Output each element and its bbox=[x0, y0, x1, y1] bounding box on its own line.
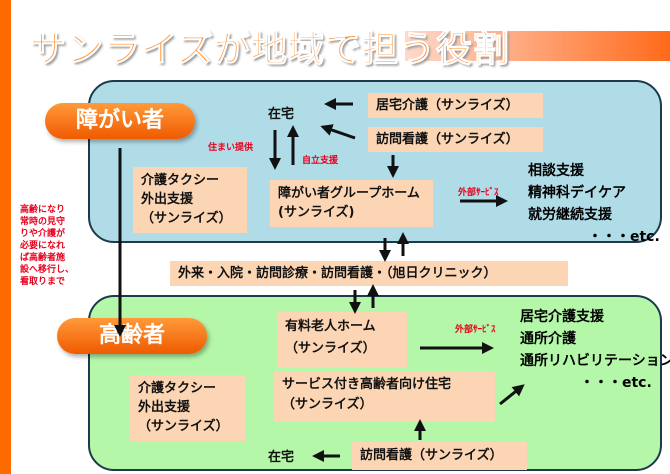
external-item: 相談支援 bbox=[528, 163, 584, 179]
taxi-line: （サンライズ） bbox=[141, 211, 232, 226]
taxi-line: 介護タクシー bbox=[138, 381, 217, 396]
group-home-line: (サンライズ) bbox=[278, 205, 355, 220]
elderly-taxi-box: 介護タクシー 外出支援 （サンライズ） bbox=[130, 375, 245, 441]
external-item: 就労継続支援 bbox=[528, 207, 612, 223]
nursing-home-box: 有料老人ホーム （サンライズ） bbox=[277, 312, 407, 368]
visit-nursing-box: 訪問看護（サンライズ） bbox=[368, 127, 543, 152]
arrow-up-left bbox=[320, 124, 356, 140]
disabled-badge: 障がい者 bbox=[45, 103, 195, 139]
service-housing-box: サービス付き高齢者向け住宅 （サンライズ） bbox=[274, 371, 495, 422]
external-item: 居宅介護支援 bbox=[520, 309, 604, 325]
left-accent-bar bbox=[0, 0, 11, 474]
home-care-box: 居宅介護（サンライズ） bbox=[368, 93, 543, 118]
external-item: ・・・etc. bbox=[580, 375, 652, 391]
housing-label: 住まい提供 bbox=[208, 143, 254, 153]
page-title: サンライズが地域で担う役割 bbox=[30, 29, 510, 71]
note-line: 必要になれ bbox=[20, 241, 66, 251]
note-line: 設へ移行し、 bbox=[20, 265, 75, 275]
nursing-home-line: 有料老人ホーム bbox=[285, 319, 376, 334]
elderly-external-list: 居宅介護支援 通所介護 通所リハビリテーション ・・・etc. bbox=[520, 306, 670, 394]
disabled-taxi-box: 介護タクシー 外出支援 （サンライズ） bbox=[133, 167, 247, 233]
elderly-badge: 高齢者 bbox=[57, 318, 207, 354]
note-line: りや介護が bbox=[20, 229, 66, 239]
taxi-line: 介護タクシー bbox=[141, 173, 220, 188]
nursing-home-line: （サンライズ） bbox=[285, 341, 376, 356]
disabled-external-list: 相談支援 精神科デイケア 就労継続支援 ・・・etc. bbox=[528, 160, 660, 248]
external-service-label: 外部ｻｰﾋﾞｽ bbox=[458, 188, 499, 198]
elderly-visit-nursing-box: 訪問看護（サンライズ） bbox=[352, 442, 527, 470]
external-item: 通所リハビリテーション bbox=[520, 353, 670, 369]
external-item: ・・・etc. bbox=[588, 229, 660, 245]
note-line: 常時の見守 bbox=[20, 217, 66, 227]
service-housing-line: サービス付き高齢者向け住宅 bbox=[282, 377, 452, 392]
independence-label: 自立支援 bbox=[302, 156, 339, 166]
external-service-label: 外部ｻｰﾋﾞｽ bbox=[455, 325, 496, 335]
service-housing-line: （サンライズ） bbox=[282, 397, 373, 412]
transition-note: 高齢になり 常時の見守 りや介護が 必要になれ ば高齢者施 設へ移行し、 看取り… bbox=[20, 204, 74, 288]
arrow-up-right bbox=[499, 384, 525, 406]
note-line: 高齢になり bbox=[20, 205, 66, 215]
home-label: 在宅 bbox=[268, 107, 295, 122]
clinic-box: 外来・入院・訪問診療・訪問看護・（旭日クリニック） bbox=[170, 261, 568, 286]
note-line: ば高齢者施 bbox=[20, 253, 66, 263]
group-home-box: 障がい者グループホーム (サンライズ) bbox=[270, 180, 433, 227]
external-item: 精神科デイケア bbox=[528, 185, 626, 201]
taxi-line: 外出支援 bbox=[138, 400, 191, 415]
taxi-line: 外出支援 bbox=[141, 192, 194, 207]
taxi-line: （サンライズ） bbox=[138, 419, 229, 434]
group-home-line: 障がい者グループホーム bbox=[278, 186, 420, 201]
elderly-home-label: 在宅 bbox=[268, 450, 295, 465]
note-line: 看取りまで bbox=[20, 277, 66, 287]
title-gradient-bar bbox=[405, 31, 670, 61]
external-item: 通所介護 bbox=[520, 331, 576, 347]
